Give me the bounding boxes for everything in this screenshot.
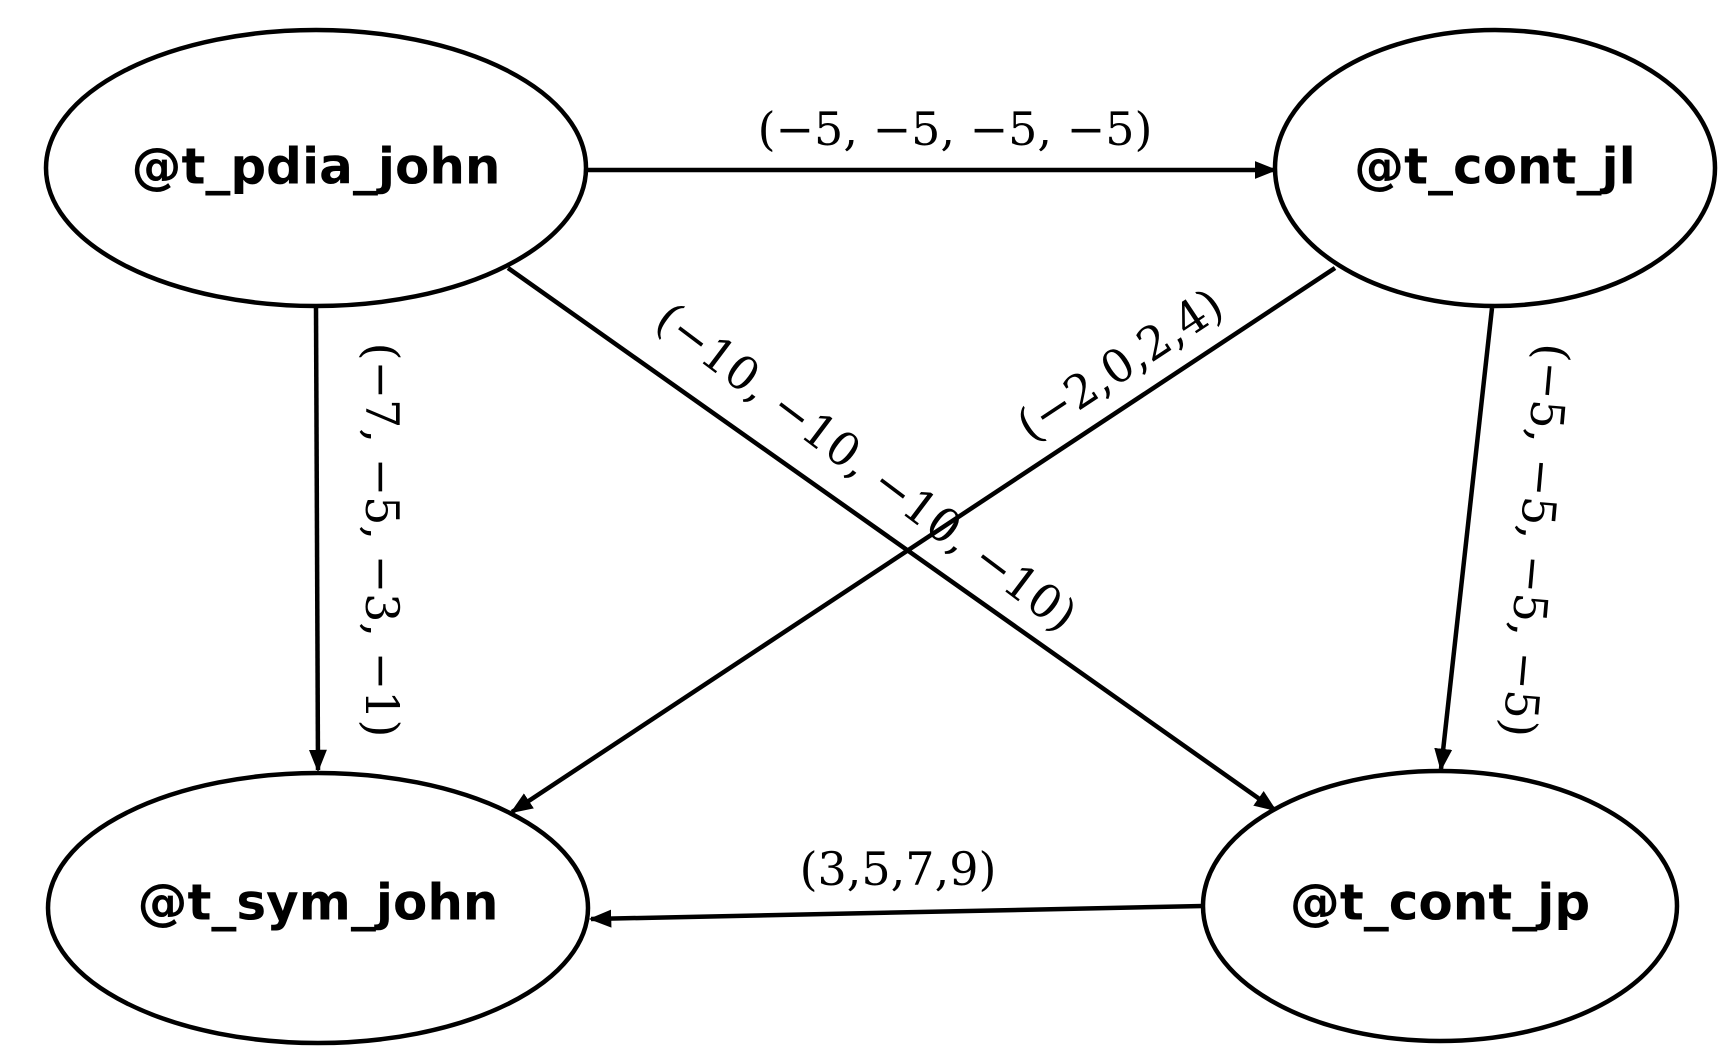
node-sym[interactable]: @t_sym_john: [45, 770, 591, 1046]
edge-label-cont-jl-to-cont-jp: (−5, −5, −5, −5): [1492, 341, 1580, 739]
node-pdia[interactable]: @t_pdia_john: [43, 27, 589, 309]
edge-label-cont-jp-to-sym: (3,5,7,9): [800, 842, 997, 896]
node-sym-ellipse: [45, 770, 591, 1046]
edge-pdia-to-sym-arrow: [308, 306, 327, 773]
edge-label-pdia-to-sym: (−7, −5, −3, −1): [355, 343, 409, 738]
node-pdia-label: @t_pdia_john: [131, 138, 500, 196]
node-sym-label: @t_sym_john: [137, 874, 498, 932]
node-cont-jp-ellipse: [1200, 768, 1680, 1044]
node-cont-jp-label: @t_cont_jp: [1290, 874, 1590, 932]
node-cont-jl-ellipse: [1272, 27, 1718, 309]
edge-label-pdia-to-cont-jl: (−5, −5, −5, −5): [758, 102, 1153, 156]
node-cont-jp[interactable]: @t_cont_jp: [1200, 768, 1680, 1044]
node-pdia-ellipse: [43, 27, 589, 309]
edge-pdia-to-cont-jp-arrow: [506, 266, 1277, 812]
edge-label-cont-jl-to-sym: (−2,0,2,4): [1007, 277, 1233, 452]
edge-cont-jl-to-sym-arrow: [510, 266, 1337, 814]
edge-cont-jp-to-sym-arrow: [588, 903, 1204, 928]
node-cont-jl[interactable]: @t_cont_jl: [1272, 27, 1718, 309]
node-cont-jl-label: @t_cont_jl: [1354, 138, 1636, 196]
edges: [308, 161, 1495, 928]
edge-label-pdia-to-cont-jp: (−10, −10, −10, −10): [646, 291, 1087, 642]
edge-cont-jl-to-cont-jp-arrow: [1434, 307, 1495, 772]
